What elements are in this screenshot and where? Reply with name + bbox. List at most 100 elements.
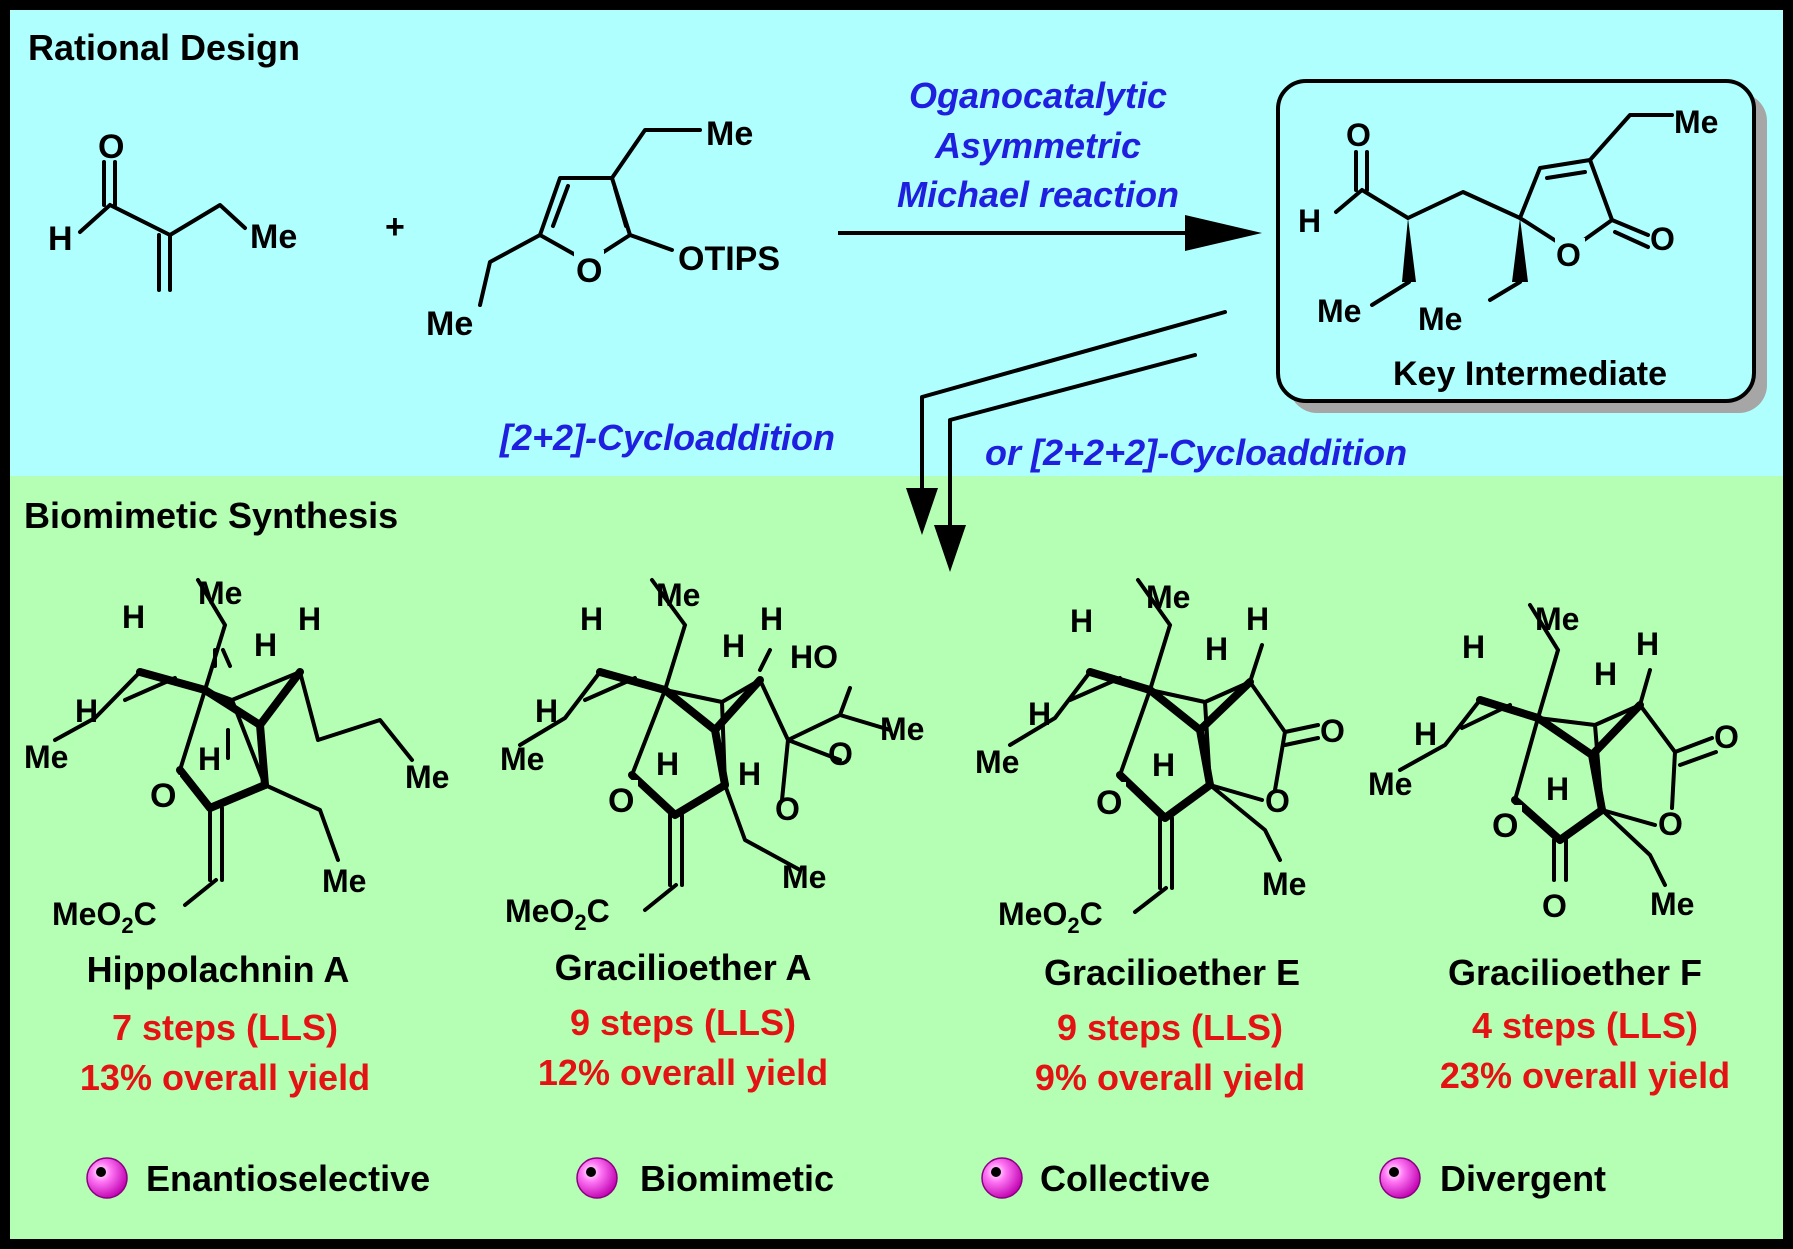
cycloaddition-arrow-2	[948, 353, 1197, 550]
atom-h: H	[1246, 601, 1269, 637]
atom-h: H	[75, 693, 98, 729]
furan-o: O	[576, 252, 602, 290]
atom-h: H	[1298, 203, 1321, 239]
atom-h: H	[738, 756, 761, 792]
bullet-icon	[576, 1157, 618, 1199]
atom-h: H	[298, 601, 321, 637]
product-yield-1: 13% overall yield	[80, 1057, 370, 1098]
atom-me: Me	[322, 863, 366, 899]
atom-h: H	[1070, 603, 1093, 639]
lactone-o: O	[1265, 783, 1290, 819]
reactant-aldehyde: O H Me	[48, 128, 297, 292]
bullet-icon	[86, 1157, 128, 1199]
cycloaddition-label-2: or [2+2+2]-Cycloaddition	[985, 432, 1407, 473]
atom-me: Me	[782, 859, 826, 895]
cycloaddition-arrow-2-head	[934, 525, 966, 572]
atom-h: H	[1546, 771, 1569, 807]
atom-me: Me	[250, 218, 297, 256]
product-steps-2: 9 steps (LLS)	[570, 1002, 796, 1043]
key-intermediate-label: Key Intermediate	[1393, 355, 1667, 393]
atom-h: H	[656, 746, 679, 782]
atom-h: H	[122, 599, 145, 635]
bullet-icon	[981, 1157, 1023, 1199]
atom-h: H	[1152, 747, 1175, 783]
biomimetic-synthesis-title: Biomimetic Synthesis	[24, 495, 398, 536]
product-yield-2: 12% overall yield	[538, 1052, 828, 1093]
carbonyl-o: O	[1320, 713, 1345, 749]
atom-me: Me	[500, 741, 544, 777]
carbonyl-o: O	[1542, 888, 1567, 924]
atom-h: H	[1205, 631, 1228, 667]
atom-o: O	[608, 782, 634, 820]
atom-h: H	[1594, 656, 1617, 692]
atom-h: H	[1636, 626, 1659, 662]
peroxide-o: O	[775, 791, 800, 827]
atom-me: Me	[1146, 579, 1190, 615]
atom-me: Me	[1650, 886, 1694, 922]
key-intermediate-structure: O H O O Me Me Me	[1298, 104, 1718, 337]
product-name-4: Gracilioether F	[1448, 952, 1702, 993]
reactant-silyloxyfuran: O Me Me OTIPS	[426, 115, 780, 343]
feature-collective: Collective	[1040, 1158, 1210, 1199]
atom-me: Me	[24, 739, 68, 775]
product-name-1: Hippolachnin A	[87, 949, 350, 990]
atom-h: H	[535, 693, 558, 729]
cycloaddition-arrow-1-head	[906, 488, 938, 535]
ester-group: MeO2C	[52, 896, 157, 938]
atom-me: Me	[198, 575, 242, 611]
atom-me: Me	[405, 759, 449, 795]
structure-gracilioether-e: O H Me H H O O H Me H Me MeO2C	[975, 578, 1345, 938]
product-steps-4: 4 steps (LLS)	[1472, 1005, 1698, 1046]
atom-me: Me	[1262, 866, 1306, 902]
atom-me: Me	[1674, 104, 1718, 140]
product-yield-3: 9% overall yield	[1035, 1057, 1305, 1098]
rational-design-title: Rational Design	[28, 27, 300, 68]
plus-sign: +	[385, 208, 405, 246]
atom-h: H	[580, 601, 603, 637]
product-steps-3: 9 steps (LLS)	[1057, 1007, 1283, 1048]
atom-me: Me	[1317, 293, 1361, 329]
atom-me: Me	[1368, 766, 1412, 802]
atom-o: O	[1492, 807, 1518, 845]
product-name-2: Gracilioether A	[555, 947, 812, 988]
atom-me: Me	[706, 115, 753, 153]
key-intermediate-box	[1276, 79, 1756, 403]
structure-gracilioether-f: O H Me H H O O H Me H O Me	[1368, 601, 1739, 924]
feature-biomimetic: Biomimetic	[640, 1158, 834, 1199]
reaction-arrow-head	[1185, 215, 1262, 251]
atom-o: O	[98, 128, 124, 166]
atom-h: H	[1028, 696, 1051, 732]
atom-h: H	[254, 627, 277, 663]
ester-group: MeO2C	[505, 893, 610, 935]
feature-enantioselective: Enantioselective	[146, 1158, 430, 1199]
bullet-icon	[1379, 1157, 1421, 1199]
otips-group: OTIPS	[678, 240, 780, 278]
cycloaddition-label-1: [2+2]-Cycloaddition	[499, 417, 835, 458]
lactone-o: O	[1658, 806, 1683, 842]
feature-divergent: Divergent	[1440, 1158, 1606, 1199]
biomimetic-synthesis-panel	[10, 476, 1783, 1239]
ester-group: MeO2C	[998, 896, 1103, 938]
product-steps-1: 7 steps (LLS)	[112, 1007, 338, 1048]
cycloaddition-arrow-1	[920, 310, 1227, 517]
hydroxyl-group: HO	[790, 639, 838, 675]
condition-line-2: Asymmetric	[934, 125, 1141, 166]
ring-o: O	[1556, 237, 1581, 273]
condition-line-3: Michael reaction	[897, 174, 1179, 215]
peroxide-o: O	[828, 736, 853, 772]
atom-me: Me	[880, 711, 924, 747]
atom-h: H	[1462, 629, 1485, 665]
atom-h: H	[1414, 716, 1437, 752]
atom-o: O	[150, 777, 176, 815]
product-yield-4: 23% overall yield	[1440, 1055, 1730, 1096]
atom-o: O	[1096, 784, 1122, 822]
atom-h: H	[722, 628, 745, 664]
structure-hippolachnin-a: O H Me H H H Me H Me Me MeO2C	[24, 575, 449, 938]
atom-me: Me	[1418, 301, 1462, 337]
atom-me: Me	[1535, 601, 1579, 637]
atom-o: O	[1346, 117, 1371, 153]
atom-h: H	[198, 741, 221, 777]
atom-h: H	[760, 601, 783, 637]
atom-me: Me	[426, 305, 473, 343]
